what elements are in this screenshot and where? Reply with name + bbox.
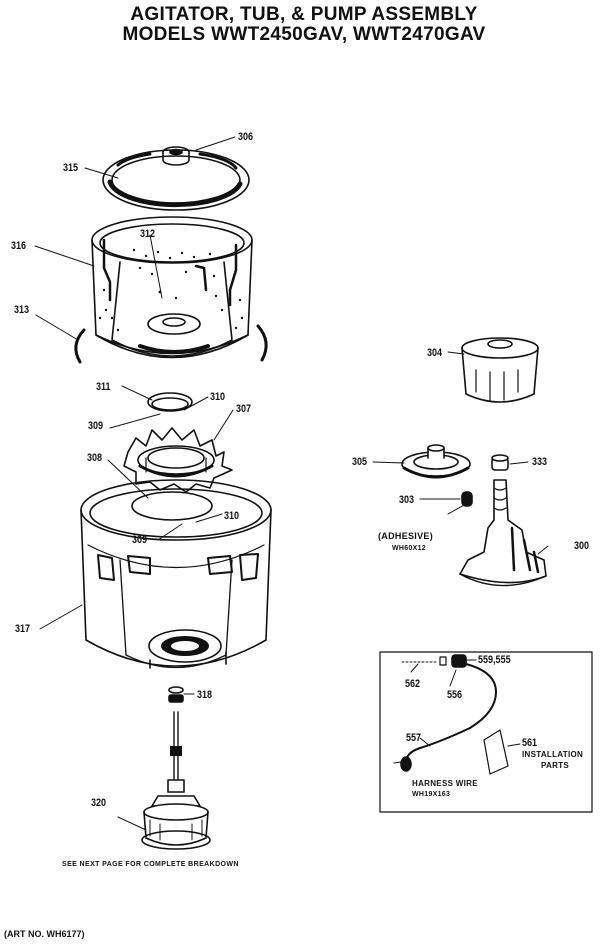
callout-317: 317 (15, 623, 31, 635)
callout-312: 312 (140, 228, 156, 240)
see-next-page-note: SEE NEXT PAGE FOR COMPLETE BREAKDOWN (62, 861, 239, 868)
callout-307: 307 (236, 403, 252, 415)
part-308-disk-drawing (131, 491, 213, 521)
callout-308: 308 (87, 452, 103, 464)
part-318-nut-drawing (168, 686, 184, 703)
callout-562: 562 (405, 678, 421, 690)
part-313-clips-drawing (74, 324, 268, 364)
callout-333: 333 (532, 456, 548, 468)
callout-303: 303 (399, 494, 415, 506)
part-315-ring-drawing (102, 149, 250, 211)
callout-557: 557 (406, 732, 422, 744)
art-number: (ART NO. WH6177) (4, 929, 85, 939)
callout-311: 311 (96, 381, 111, 393)
part-303-grommet-drawing (461, 491, 473, 507)
callout-556: 556 (447, 689, 463, 701)
callout-320: 320 (91, 797, 107, 809)
parts-label: PARTS (541, 761, 570, 770)
part-300-agitator-drawing (459, 479, 547, 587)
part-304-filter-drawing (461, 337, 539, 403)
leader-lines (34, 136, 549, 831)
adhesive-part-number: WH60X12 (392, 545, 427, 552)
callout-316: 316 (11, 240, 27, 252)
part-305-retainer-drawing (401, 444, 471, 479)
callout-306: 306 (238, 131, 254, 143)
installation-label: INSTALLATION (522, 750, 584, 759)
callout-318: 318 (197, 689, 213, 701)
harness-wire-note: HARNESS WIRE (412, 779, 478, 788)
callout-561: 561 (522, 737, 538, 749)
harness-wire-part-number: WH19X163 (412, 791, 451, 798)
callout-310-lower: 310 (224, 510, 240, 522)
callout-309-upper: 309 (88, 420, 104, 432)
diagram-models-subtitle: MODELS WWT2450GAV, WWT2470GAV (122, 24, 486, 45)
callout-315: 315 (63, 162, 79, 174)
installation-parts-box (379, 651, 593, 813)
callout-559-555: 559,555 (478, 654, 511, 666)
part-307-nut-drawing (123, 427, 233, 493)
callout-304: 304 (427, 347, 443, 359)
callout-305: 305 (352, 456, 368, 468)
callout-300: 300 (574, 540, 590, 552)
part-317-tub-drawing (80, 479, 272, 669)
part-311-seal-drawing (147, 392, 193, 412)
part-333-cap-drawing (491, 454, 509, 471)
part-320-pump-drawing (141, 711, 211, 850)
part-316-basket-drawing (91, 216, 253, 359)
callout-310-upper: 310 (210, 391, 226, 403)
callout-309-lower: 309 (132, 534, 148, 546)
callout-313: 313 (14, 304, 30, 316)
diagram-title: AGITATOR, TUB, & PUMP ASSEMBLY (130, 4, 478, 25)
adhesive-note: (ADHESIVE) (378, 531, 434, 541)
